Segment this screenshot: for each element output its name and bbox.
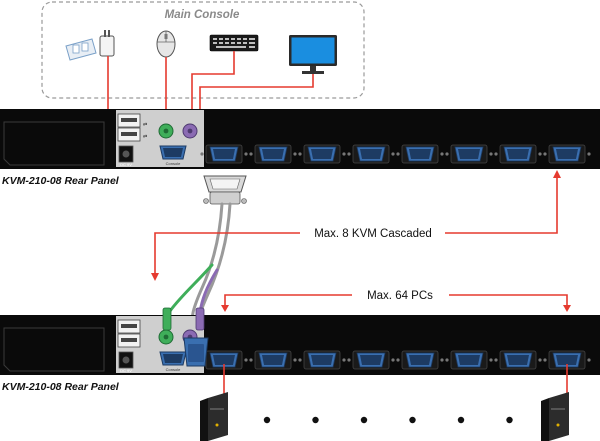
main-console-box bbox=[41, 1, 365, 99]
console-label-2: Console bbox=[166, 367, 181, 372]
cascaded-annotation: Max. 8 KVM Cascaded bbox=[314, 228, 432, 240]
pc-vga-port-1-3 bbox=[298, 144, 346, 164]
pc-tower-icon-left bbox=[200, 392, 228, 441]
pc-vga-port-1-5 bbox=[396, 144, 444, 164]
arrowheads bbox=[151, 170, 571, 312]
ellipsis-dot bbox=[360, 416, 368, 424]
pc-ports-row-2 bbox=[200, 350, 591, 370]
ellipsis-dot bbox=[409, 416, 416, 424]
ellipsis-dot bbox=[506, 416, 513, 424]
panel-1-label: KVM-210-08 Rear Panel bbox=[2, 175, 120, 187]
pc-vga-port-2-5 bbox=[396, 350, 444, 370]
power-adapter-icon bbox=[99, 30, 115, 57]
power-outlet-icon bbox=[65, 38, 97, 61]
pc-vga-port-2-6 bbox=[445, 350, 493, 370]
pc-vga-port-2-4 bbox=[347, 350, 395, 370]
pc-vga-port-1-2 bbox=[249, 144, 297, 164]
pc-tower-icon-right bbox=[541, 392, 569, 441]
pc-vga-port-1-7 bbox=[494, 144, 542, 164]
cascade-arrows bbox=[154, 177, 568, 305]
ellipsis-dots bbox=[263, 416, 513, 424]
pc-ports-row-1 bbox=[200, 144, 591, 164]
pc-vga-port-2-3 bbox=[298, 350, 346, 370]
pc-vga-port-1-4 bbox=[347, 144, 395, 164]
ellipsis-dot bbox=[312, 416, 319, 424]
ellipsis-dot bbox=[457, 416, 465, 424]
pcs-annotation: Max. 64 PCs bbox=[367, 290, 433, 302]
mouse-icon bbox=[156, 30, 176, 58]
svg-text:⇄: ⇄ bbox=[143, 122, 147, 128]
keyboard-icon bbox=[209, 34, 259, 52]
panel-2-label: KVM-210-08 Rear Panel bbox=[2, 381, 120, 393]
kvm-panel-1: ⇄ ⇄ DC 9V Console bbox=[0, 109, 600, 169]
pc-vga-port-2-8 bbox=[543, 350, 591, 370]
pc-vga-port-2-7 bbox=[494, 350, 542, 370]
cascade-plugs bbox=[162, 307, 209, 367]
console-label-1: Console bbox=[166, 161, 181, 166]
pc-vga-port-1-8 bbox=[543, 144, 591, 164]
cascade-vga-connector bbox=[203, 175, 247, 205]
main-console-title-bg bbox=[160, 6, 245, 21]
pc-drop-lines bbox=[223, 364, 568, 398]
svg-text:⇄: ⇄ bbox=[143, 134, 147, 140]
monitor-icon bbox=[289, 35, 337, 74]
main-console-title: Main Console bbox=[165, 9, 240, 21]
dc-label-1: DC 9V bbox=[120, 162, 132, 167]
pc-vga-port-2-2 bbox=[249, 350, 297, 370]
pc-vga-port-2-1 bbox=[200, 350, 248, 370]
kvm-panel-2: DC 9V Console bbox=[0, 315, 600, 375]
pc-vga-port-1-1 bbox=[200, 144, 248, 164]
dc-label-2: DC 9V bbox=[120, 368, 132, 373]
pc-vga-port-1-6 bbox=[445, 144, 493, 164]
ellipsis-dot bbox=[263, 416, 271, 424]
